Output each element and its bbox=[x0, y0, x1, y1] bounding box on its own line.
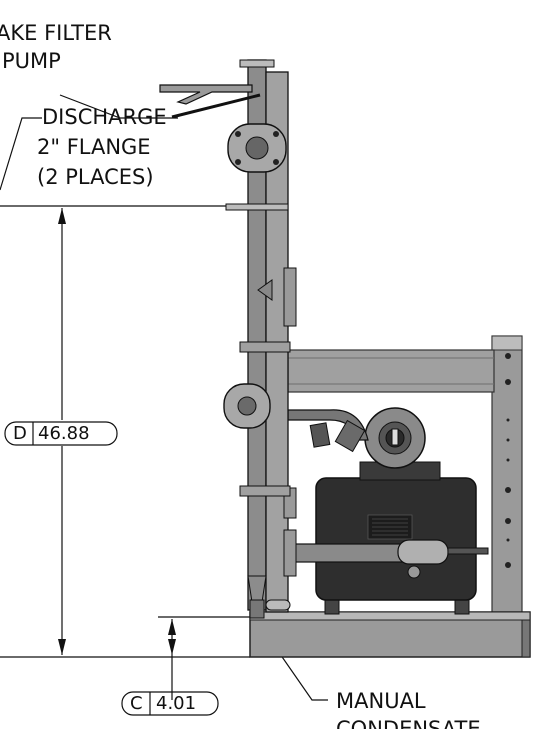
frame-hole bbox=[505, 518, 511, 524]
elbow-pipe bbox=[287, 409, 369, 441]
separator-tank bbox=[397, 539, 449, 565]
dimension-c-letter: C bbox=[130, 693, 143, 714]
frame-hole bbox=[505, 379, 511, 385]
arrowhead-c-top bbox=[168, 619, 176, 635]
base-skid bbox=[249, 611, 531, 658]
dimension-d-value: 46.88 bbox=[38, 423, 90, 444]
intake-filter-label-line1: AKE FILTER bbox=[0, 21, 112, 45]
dimension-d-frame bbox=[4, 421, 118, 446]
frame-hole bbox=[505, 562, 511, 568]
frame-cross-beam bbox=[287, 349, 495, 393]
dimension-d-letter: D bbox=[13, 423, 27, 444]
dimension-c-frame bbox=[121, 691, 219, 716]
arrowhead-d-top bbox=[58, 208, 66, 224]
dimension-c bbox=[121, 616, 255, 716]
intake-arm bbox=[159, 84, 253, 105]
discharge-label-line1: DISCHARGE bbox=[42, 105, 167, 129]
frame-right-post-cap bbox=[491, 335, 523, 351]
manual-condensate-label-line1: MANUAL bbox=[336, 689, 426, 713]
intake-filter-label-line2: PUMP bbox=[2, 49, 61, 73]
leader-discharge-left bbox=[0, 117, 42, 191]
pump-motor-housing bbox=[287, 407, 477, 615]
dimension-d bbox=[0, 205, 250, 658]
discharge-label-line3: (2 PLACES) bbox=[37, 165, 154, 189]
frame-hole bbox=[505, 487, 511, 493]
leader-intake bbox=[59, 94, 178, 119]
frame-hole bbox=[505, 353, 511, 359]
manual-condensate-label-line2: CONDENSATE bbox=[336, 717, 481, 729]
discharge-label-line2: 2" FLANGE bbox=[37, 135, 151, 159]
arrowhead-c-bottom bbox=[168, 639, 176, 655]
dimension-c-value: 4.01 bbox=[156, 693, 197, 714]
vertical-pipe-column bbox=[159, 59, 297, 619]
arrowhead-d-bottom bbox=[58, 639, 66, 655]
discharge-pointer bbox=[171, 93, 261, 119]
